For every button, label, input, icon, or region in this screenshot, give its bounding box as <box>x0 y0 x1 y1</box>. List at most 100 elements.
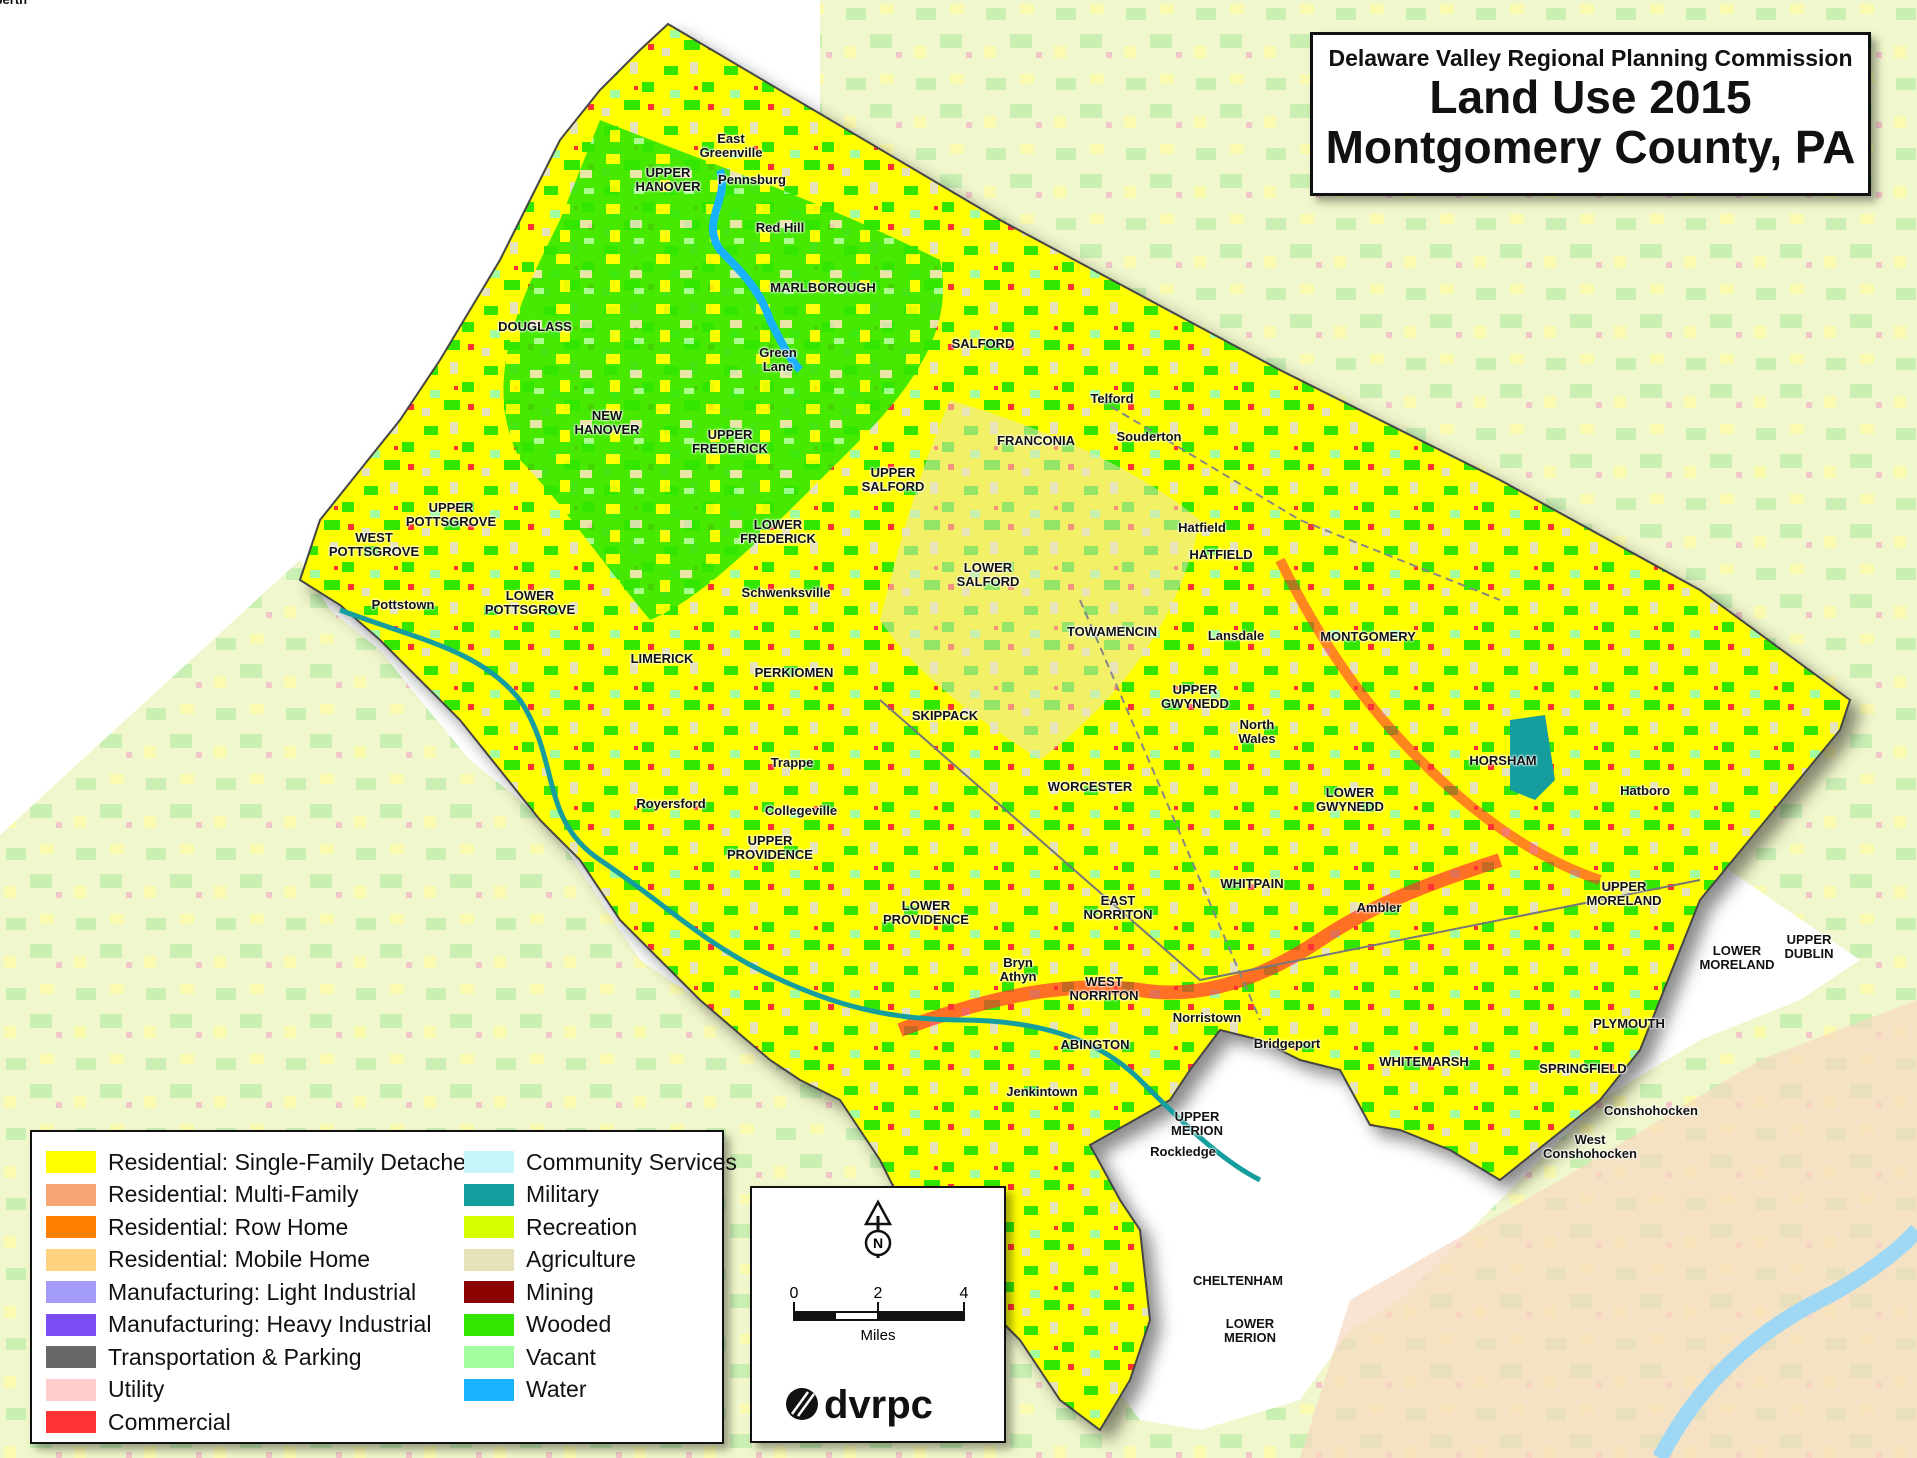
place-label: NEW HANOVER <box>574 408 640 437</box>
place-label: Souderton <box>1116 429 1182 444</box>
legend-label: Residential: Single-Family Detached <box>108 1148 479 1175</box>
legend-label: Vacant <box>526 1343 596 1370</box>
place-label: Lansdale <box>1207 628 1265 643</box>
legend-item: Residential: Single-Family Detached <box>46 1146 479 1179</box>
place-label: UPPER SALFORD <box>861 465 925 494</box>
place-label: ABINGTON <box>1060 1037 1130 1052</box>
legend-swatch <box>46 1151 96 1174</box>
place-label: Trappe <box>770 755 814 770</box>
scale-tick-4: 4 <box>960 1285 969 1302</box>
north-arrow-icon <box>863 1199 893 1258</box>
place-label: Schwenksville <box>741 585 831 600</box>
agriculture-zone <box>880 400 1200 760</box>
legend-label: Transportation & Parking <box>108 1343 362 1370</box>
place-label: East Greenville <box>699 131 763 160</box>
place-label: UPPER MERION <box>1171 1109 1223 1138</box>
legend-swatch <box>464 1183 514 1206</box>
place-label: Jenkintown <box>1006 1084 1078 1099</box>
legend-swatch <box>46 1346 96 1369</box>
place-label: Ambler <box>1356 900 1402 915</box>
place-label: LOWER MORELAND <box>1699 943 1775 972</box>
legend-swatch <box>464 1151 514 1174</box>
place-label: HATFIELD <box>1189 547 1253 562</box>
legend-item: Utility <box>46 1374 479 1407</box>
organization-name: Delaware Valley Regional Planning Commis… <box>1328 45 1853 71</box>
place-label: MARLBOROUGH <box>770 280 876 295</box>
place-label: Conshohocken <box>1604 1103 1698 1118</box>
place-label: West Conshohocken <box>1543 1132 1637 1161</box>
legend-swatch <box>46 1378 96 1401</box>
place-label: SALFORD <box>951 336 1015 351</box>
place-label: WEST POTTSGROVE <box>328 530 420 559</box>
legend-label: Utility <box>108 1376 165 1403</box>
place-label: Red Hill <box>755 220 805 235</box>
place-label: LOWER POTTSGROVE <box>484 588 576 617</box>
scale-north-box: N 0 2 4 Miles dvrpc <box>750 1186 1006 1443</box>
legend-item: Manufacturing: Light Industrial <box>46 1276 479 1309</box>
place-label: LIMERICK <box>630 651 694 666</box>
place-label: Royersford <box>636 796 706 811</box>
legend-label: Manufacturing: Light Industrial <box>108 1278 417 1305</box>
green-lane-reservoir <box>708 168 803 373</box>
legend-swatch <box>46 1313 96 1336</box>
place-label: Rockledge <box>1150 1144 1216 1159</box>
legend-item: Water <box>464 1374 737 1407</box>
legend-item: Manufacturing: Heavy Industrial <box>46 1309 479 1342</box>
schuylkill-river <box>339 607 1262 1183</box>
place-label: FRANCONIA <box>997 433 1075 448</box>
legend-label: Commercial <box>108 1408 231 1435</box>
wooded-zone <box>503 120 944 620</box>
place-label: Hatfield <box>1178 520 1226 535</box>
place-label: UPPER FREDERICK <box>692 427 768 456</box>
legend-item: Wooded <box>464 1309 737 1342</box>
legend-item: Vacant <box>464 1341 737 1374</box>
place-label: Pottstown <box>371 597 435 612</box>
place-label: WHITPAIN <box>1220 876 1284 891</box>
legend-label: Agriculture <box>526 1246 636 1273</box>
legend-swatch <box>46 1411 96 1434</box>
place-label: Norristown <box>1172 1010 1242 1025</box>
legend-swatch <box>464 1248 514 1271</box>
legend-swatch <box>46 1248 96 1271</box>
legend-label: Water <box>526 1376 587 1403</box>
scale-tick-2: 2 <box>874 1285 883 1302</box>
place-label: WORCESTER <box>1047 779 1133 794</box>
legend-swatch <box>464 1346 514 1369</box>
legend-label: Residential: Row Home <box>108 1213 349 1240</box>
place-label: PLYMOUTH <box>1593 1016 1665 1031</box>
legend-item: Residential: Mobile Home <box>46 1244 479 1277</box>
dvrpc-logo-icon <box>786 1388 818 1420</box>
legend-item: Agriculture <box>464 1244 737 1277</box>
place-label: MONTGOMERY <box>1320 629 1416 644</box>
legend-label: Recreation <box>526 1213 638 1240</box>
legend-label: Community Services <box>526 1148 737 1175</box>
place-label: Hatboro <box>1620 783 1670 798</box>
place-label: CHELTENHAM <box>1192 1273 1284 1288</box>
scale-unit: Miles <box>860 1327 895 1344</box>
place-label: UPPER POTTSGROVE <box>405 500 497 529</box>
place-label: UPPER HANOVER <box>635 165 701 194</box>
place-label: LOWER GWYNEDD <box>1316 785 1384 814</box>
legend-label: Military <box>526 1181 599 1208</box>
legend-label: Manufacturing: Heavy Industrial <box>108 1311 432 1338</box>
legend-swatch <box>46 1183 96 1206</box>
legend-swatch <box>464 1281 514 1304</box>
legend-label: Wooded <box>526 1311 612 1338</box>
place-label: Bryn Athyn <box>999 955 1037 984</box>
legend-label: Residential: Mobile Home <box>108 1246 371 1273</box>
legend-swatch <box>46 1216 96 1239</box>
place-label: SPRINGFIELD <box>1539 1061 1627 1076</box>
place-label: Pennsburg <box>718 172 786 187</box>
legend-swatch <box>464 1378 514 1401</box>
north-label: N <box>873 1235 883 1251</box>
place-label: North Wales <box>1238 717 1276 746</box>
scale-tick-0: 0 <box>790 1285 799 1302</box>
place-label: Telford <box>1090 391 1134 406</box>
title-line-2: Montgomery County, PA <box>1325 121 1856 173</box>
horsham-lake <box>1510 715 1555 800</box>
place-label: WEST NORRITON <box>1069 974 1139 1003</box>
